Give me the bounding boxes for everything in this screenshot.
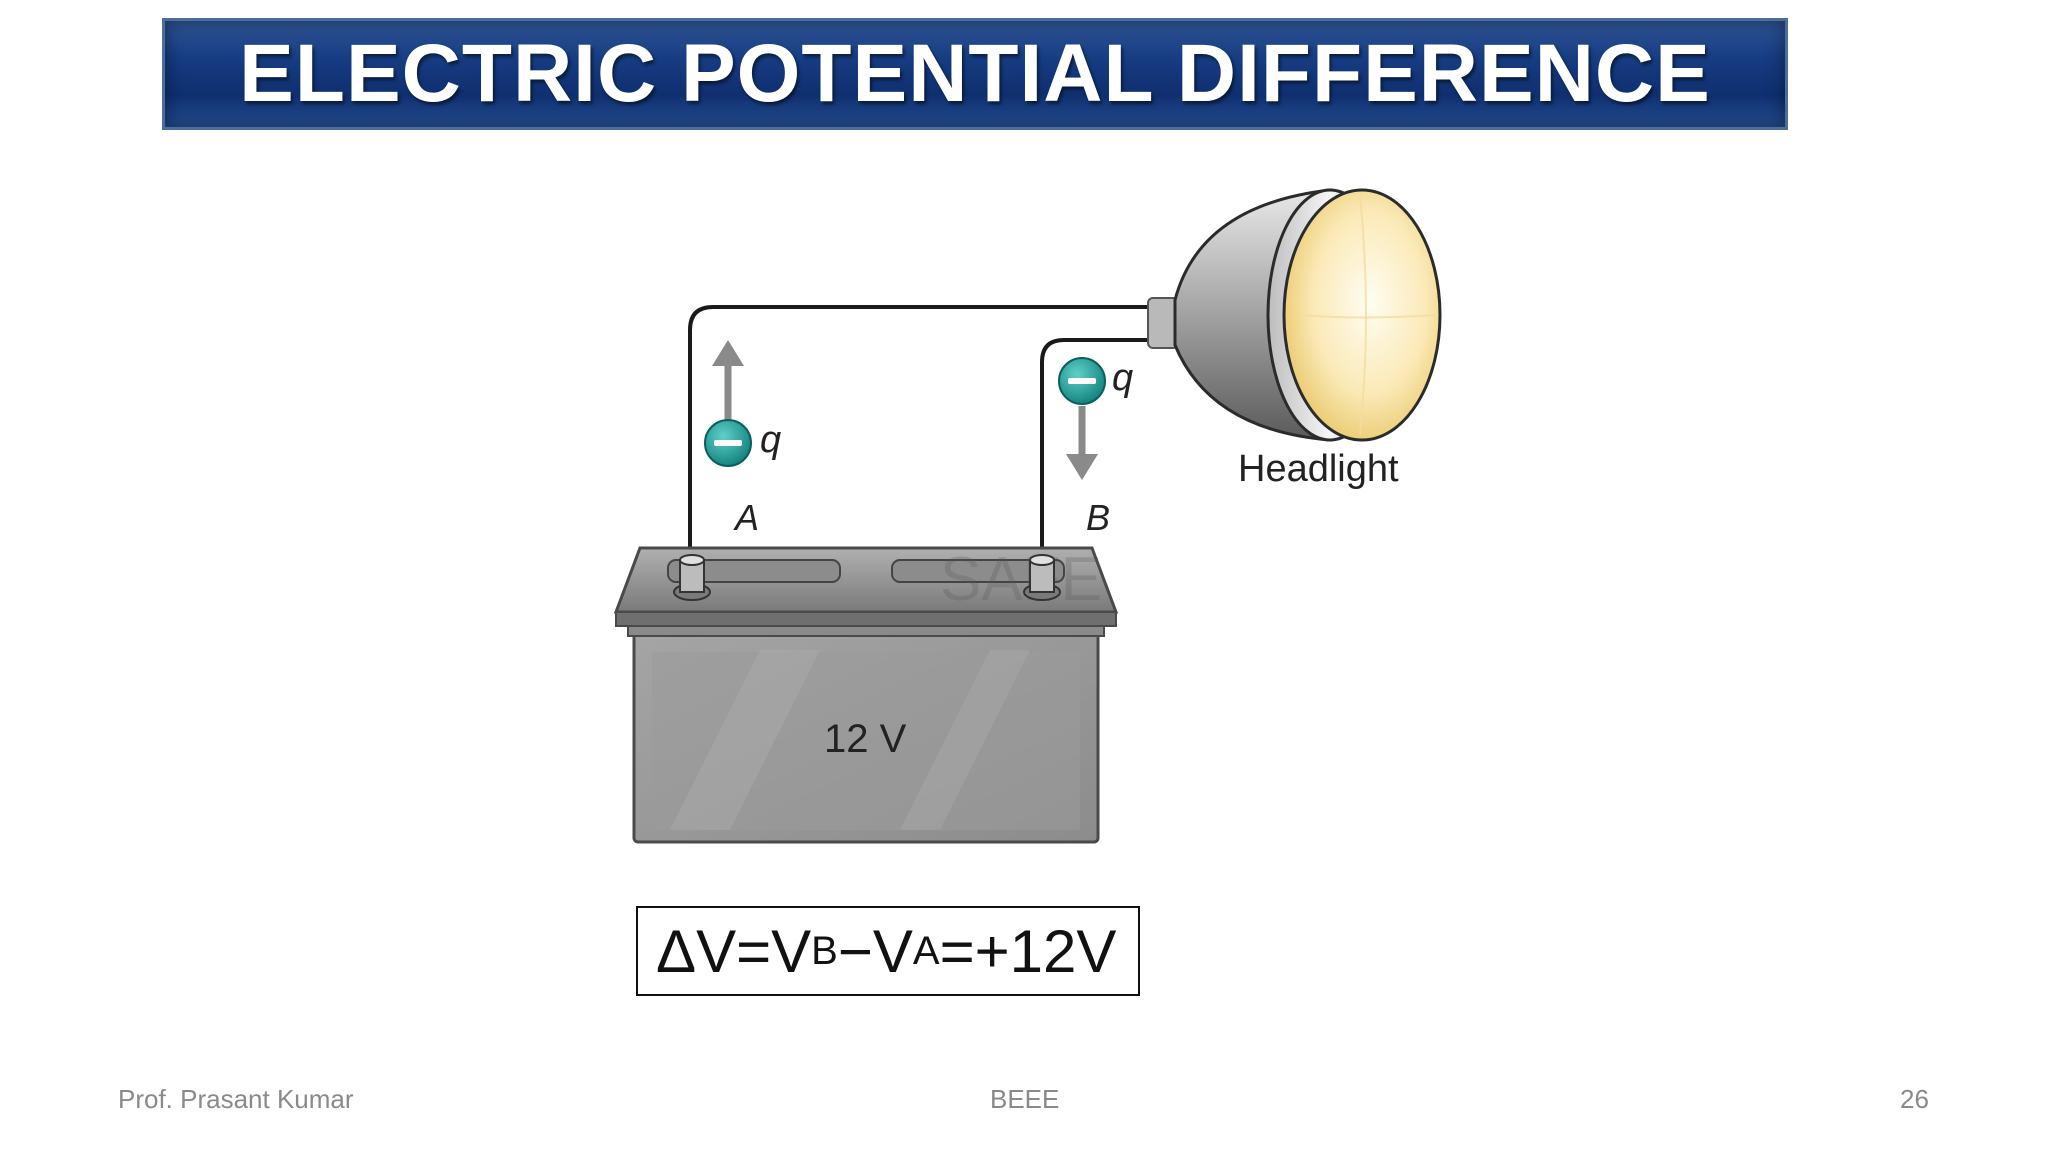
charge-label-left: q <box>760 419 781 461</box>
wire-left <box>688 305 1152 558</box>
headlight-icon <box>1147 188 1442 442</box>
wire-right <box>1040 338 1160 558</box>
battery-icon <box>613 546 1119 844</box>
terminal-post-a <box>673 554 711 601</box>
footer-author: Prof. Prasant Kumar <box>118 1084 354 1114</box>
formula-minus-v: −V <box>837 917 913 985</box>
watermark: SAFE <box>940 545 1102 614</box>
slide-title: ELECTRIC POTENTIAL DIFFERENCE <box>239 28 1711 119</box>
formula-sub-b: B <box>811 928 838 973</box>
charge-icon-right <box>1058 357 1106 405</box>
formula-sub-a: A <box>912 928 940 973</box>
footer-course: BEEE <box>990 1084 1060 1114</box>
terminal-b-label: B <box>1086 497 1110 538</box>
down-arrow-icon <box>1066 406 1098 480</box>
formula-delta-v: ΔV=V <box>656 917 812 985</box>
battery-label: 12 V <box>824 717 907 761</box>
charge-label-right: q <box>1112 357 1133 399</box>
title-banner: ELECTRIC POTENTIAL DIFFERENCE <box>162 18 1788 130</box>
terminal-post-b <box>1023 554 1061 601</box>
up-arrow-icon <box>712 340 744 420</box>
footer-page-number: 26 <box>1900 1084 1929 1114</box>
headlight-label: Headlight <box>1238 448 1399 490</box>
formula-result: =+12V <box>939 917 1117 985</box>
charge-icon-left <box>704 419 752 467</box>
terminal-a-label: A <box>733 497 759 538</box>
